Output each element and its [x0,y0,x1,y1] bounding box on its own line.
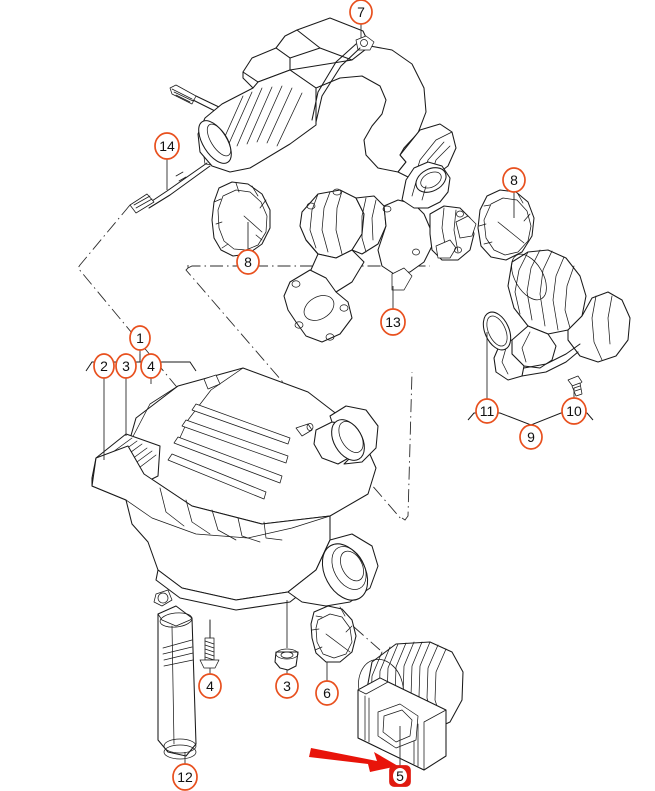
part-9-turbo-connection-hose [493,249,631,397]
callout-8-right[interactable]: 8 [502,167,526,193]
callout-7[interactable]: 7 [349,0,373,25]
callout-1[interactable]: 1 [129,325,151,351]
callout-4-top[interactable]: 4 [140,353,162,379]
callout-13[interactable]: 13 [380,308,406,336]
callout-12[interactable]: 12 [172,763,198,791]
callout-11[interactable]: 11 [475,398,499,424]
callout-6[interactable]: 6 [315,680,339,706]
callout-3-top[interactable]: 3 [115,353,137,379]
part-5-air-intake-duct [357,641,464,771]
part-6-hose-clamp-small [310,605,357,663]
red-pointer-arrow [309,748,398,772]
callout-2[interactable]: 2 [93,353,115,379]
part-1-air-filter-housing [91,367,379,611]
part-7-intake-hose-assembly [197,17,457,181]
part-8-hose-clamp-right [477,189,535,261]
callout-14[interactable]: 14 [154,132,180,160]
part-12-intake-snorkel [157,605,197,760]
callout-3-bottom[interactable]: 3 [275,673,299,699]
part-3-grommet [274,648,299,671]
callout-4-bottom[interactable]: 4 [198,673,222,699]
part-13-turbocharger [283,161,477,343]
part-8-hose-clamp-left [211,181,271,257]
callout-10[interactable]: 10 [561,397,587,425]
callout-9[interactable]: 9 [519,424,543,450]
callout-5-highlighted[interactable]: 5 [389,765,411,787]
part-4-mounting-screw [199,619,220,669]
part-11-o-ring [482,311,512,351]
callout-8-left[interactable]: 8 [236,249,260,275]
